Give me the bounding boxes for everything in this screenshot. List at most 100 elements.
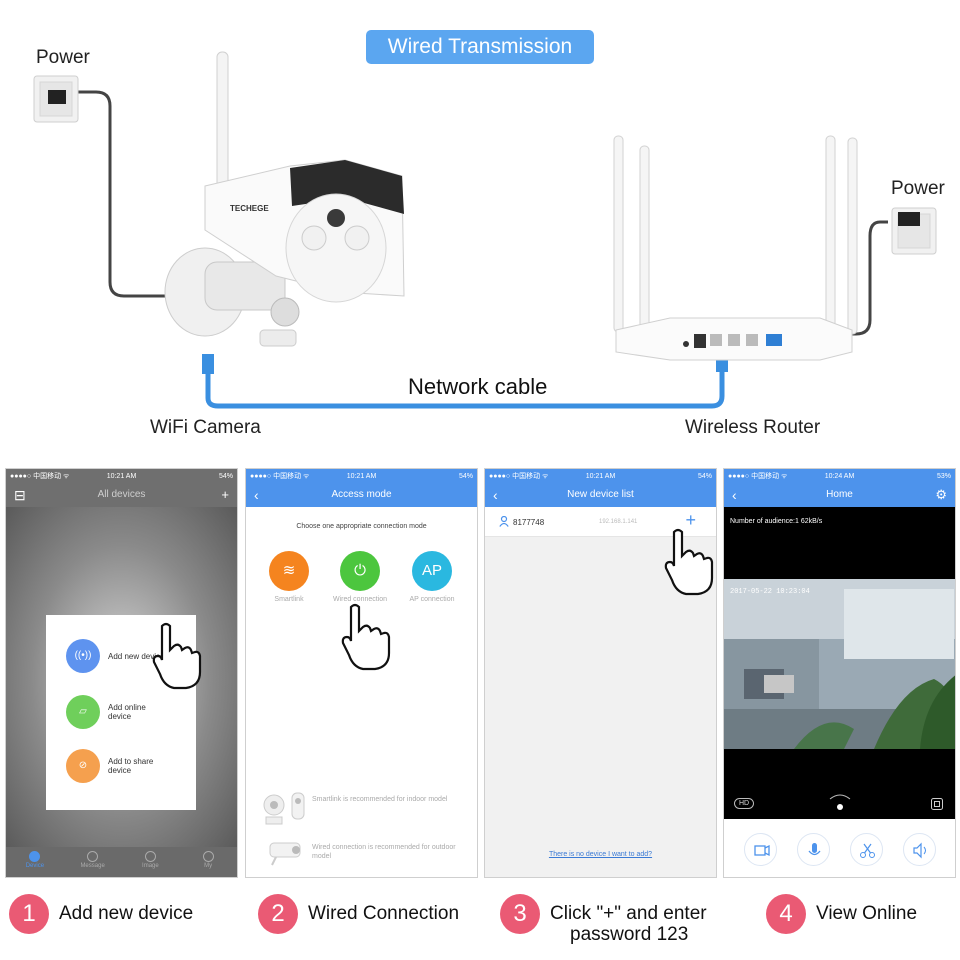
microphone-icon (808, 843, 821, 856)
add-share-device-item[interactable]: ⊘ Add to share device (66, 749, 156, 783)
step-number: 3 (500, 894, 540, 934)
add-online-device-item[interactable]: ▱ Add online device (66, 695, 156, 729)
add-device-plus-button[interactable]: + (685, 510, 696, 530)
hd-toggle-button[interactable]: HD (734, 798, 755, 809)
pointing-hand-icon (341, 603, 391, 671)
user-icon (202, 851, 214, 862)
connection-mode-prompt: Choose one appropriate connection mode (296, 523, 427, 530)
wired-connection-option[interactable]: ⏻ Wired connection (330, 551, 390, 603)
step-text: Add new device (59, 903, 194, 924)
step-text: View Online (816, 903, 918, 924)
video-camera-icon (754, 844, 770, 857)
speaker-icon (913, 842, 926, 859)
ptz-direction-icon[interactable] (826, 791, 854, 813)
step-number: 2 (258, 894, 298, 934)
back-icon[interactable]: ‹ (254, 487, 259, 503)
no-device-link[interactable]: There is no device I want to add? (548, 851, 653, 858)
svg-text:2017-05-22 10:23:04: 2017-05-22 10:23:04 (730, 588, 810, 596)
add-icon[interactable]: + (221, 487, 229, 502)
message-icon (87, 851, 99, 862)
diagram-canvas: TECHEGE (33, 51, 937, 409)
phone-screen-home: ●●●●○ 中国移动 ᯤ 10:24 AM 53% ‹ Home ⚙ Numbe… (723, 468, 956, 878)
step-3: 3 Click "+" and enter password 123 (500, 894, 707, 945)
status-bar: ●●●●○ 中国移动 ᯤ 10:24 AM 53% (724, 469, 955, 483)
device-icon (29, 851, 41, 862)
step-2: 2 Wired Connection (258, 894, 459, 934)
network-cable-label: Network cable (408, 374, 548, 399)
step-number: 1 (9, 894, 49, 934)
status-bar: ●●●●○ 中国移动 ᯤ 10:21 AM 54% (6, 469, 237, 483)
nav-bar: ‹ New device list (485, 483, 716, 507)
user-icon (499, 516, 509, 527)
fullscreen-icon[interactable] (930, 797, 944, 811)
status-bar: ●●●●○ 中国移动 ᯤ 10:21 AM 54% (485, 469, 716, 483)
phone-screen-new-device-list: ●●●●○ 中国移动 ᯤ 10:21 AM 54% ‹ New device l… (484, 468, 717, 878)
router-power-cord (844, 220, 888, 336)
tab-image[interactable]: Image (130, 847, 170, 877)
smartlink-option[interactable]: ≋ Smartlink (259, 551, 319, 603)
indoor-camera-icon (263, 792, 305, 825)
audience-stats: Number of audience:1 62kB/s (730, 518, 823, 525)
camera-power-cord (72, 90, 212, 298)
device-id: 8177748 (513, 518, 545, 527)
access-mode-body: Choose one appropriate connection mode ≋… (246, 507, 477, 877)
office-scene-image: 2017-05-22 10:23:04 (724, 579, 955, 749)
step-4: 4 View Online (766, 894, 917, 934)
phone-screen-access-mode: ●●●●○ 中国移动 ᯤ 10:21 AM 54% ‹ Access mode … (245, 468, 478, 878)
nav-title: Home (826, 489, 853, 500)
tab-my[interactable]: My (188, 847, 228, 877)
back-icon[interactable]: ‹ (732, 487, 737, 503)
audio-button[interactable] (903, 833, 936, 866)
add-new-device-item[interactable]: ((•)) Add new device (66, 639, 164, 673)
power-outlet-right-icon (891, 207, 937, 255)
power-label-right: Power (891, 178, 945, 199)
wireless-router-icon (613, 135, 858, 361)
edit-square-icon: ▱ (66, 695, 100, 729)
pointing-hand-icon (152, 622, 202, 690)
back-icon[interactable]: ‹ (493, 487, 498, 503)
device-ip: 192.168.1.141 (599, 519, 638, 525)
wired-recommendation: Wired connection is recommended for outd… (312, 844, 456, 860)
ap-connection-option[interactable]: AP AP connection (402, 551, 462, 603)
step-text: Click "+" and enter password 123 (550, 903, 707, 945)
image-icon (144, 851, 156, 862)
nav-title: Access mode (331, 489, 392, 500)
wired-transmission-title: Wired Transmission (366, 30, 594, 64)
camera-brand-text: TECHEGE (230, 204, 269, 213)
settings-gear-icon[interactable]: ⚙ (935, 487, 947, 502)
live-view-body: Number of audience:1 62kB/s 2017-05-22 1… (724, 507, 955, 877)
nav-bar: ‹ Home ⚙ (724, 483, 955, 507)
plug-icon: ⏻ (340, 551, 380, 591)
step-number: 4 (766, 894, 806, 934)
wifi-icon: ≋ (269, 551, 309, 591)
wireless-signal-icon: ((•)) (66, 639, 100, 673)
record-video-button[interactable] (744, 833, 777, 866)
step-1: 1 Add new device (9, 894, 193, 934)
nav-title: All devices (97, 489, 146, 500)
outdoor-camera-icon (269, 842, 301, 866)
nav-title: New device list (567, 489, 634, 500)
tab-message[interactable]: Message (73, 847, 113, 877)
tab-bar: Device Message Image My (6, 847, 237, 877)
nav-bar: ⊟ All devices + (6, 483, 237, 507)
live-video-feed: 2017-05-22 10:23:04 (724, 579, 955, 749)
pointing-hand-icon (664, 528, 714, 596)
video-player[interactable]: Number of audience:1 62kB/s 2017-05-22 1… (724, 507, 955, 819)
network-cable (205, 372, 725, 409)
smartlink-recommendation: Smartlink is recommended for indoor mode… (312, 796, 448, 803)
tab-device[interactable]: Device (15, 847, 55, 877)
nav-bar: ‹ Access mode (246, 483, 477, 507)
talk-button[interactable] (797, 833, 830, 866)
ap-icon: AP (412, 551, 452, 591)
power-label-left: Power (36, 47, 90, 68)
camera-rj45-plug (202, 354, 214, 374)
snapshot-button[interactable] (850, 833, 883, 866)
step-text: Wired Connection (308, 903, 460, 924)
scissors-icon (860, 843, 875, 858)
menu-icon[interactable]: ⊟ (14, 487, 26, 503)
wireless-router-label: Wireless Router (685, 417, 821, 438)
wifi-camera-icon (164, 51, 405, 347)
wifi-camera-label: WiFi Camera (150, 417, 261, 438)
link-icon: ⊘ (66, 749, 100, 783)
status-bar: ●●●●○ 中国移动 ᯤ 10:21 AM 54% (246, 469, 477, 483)
